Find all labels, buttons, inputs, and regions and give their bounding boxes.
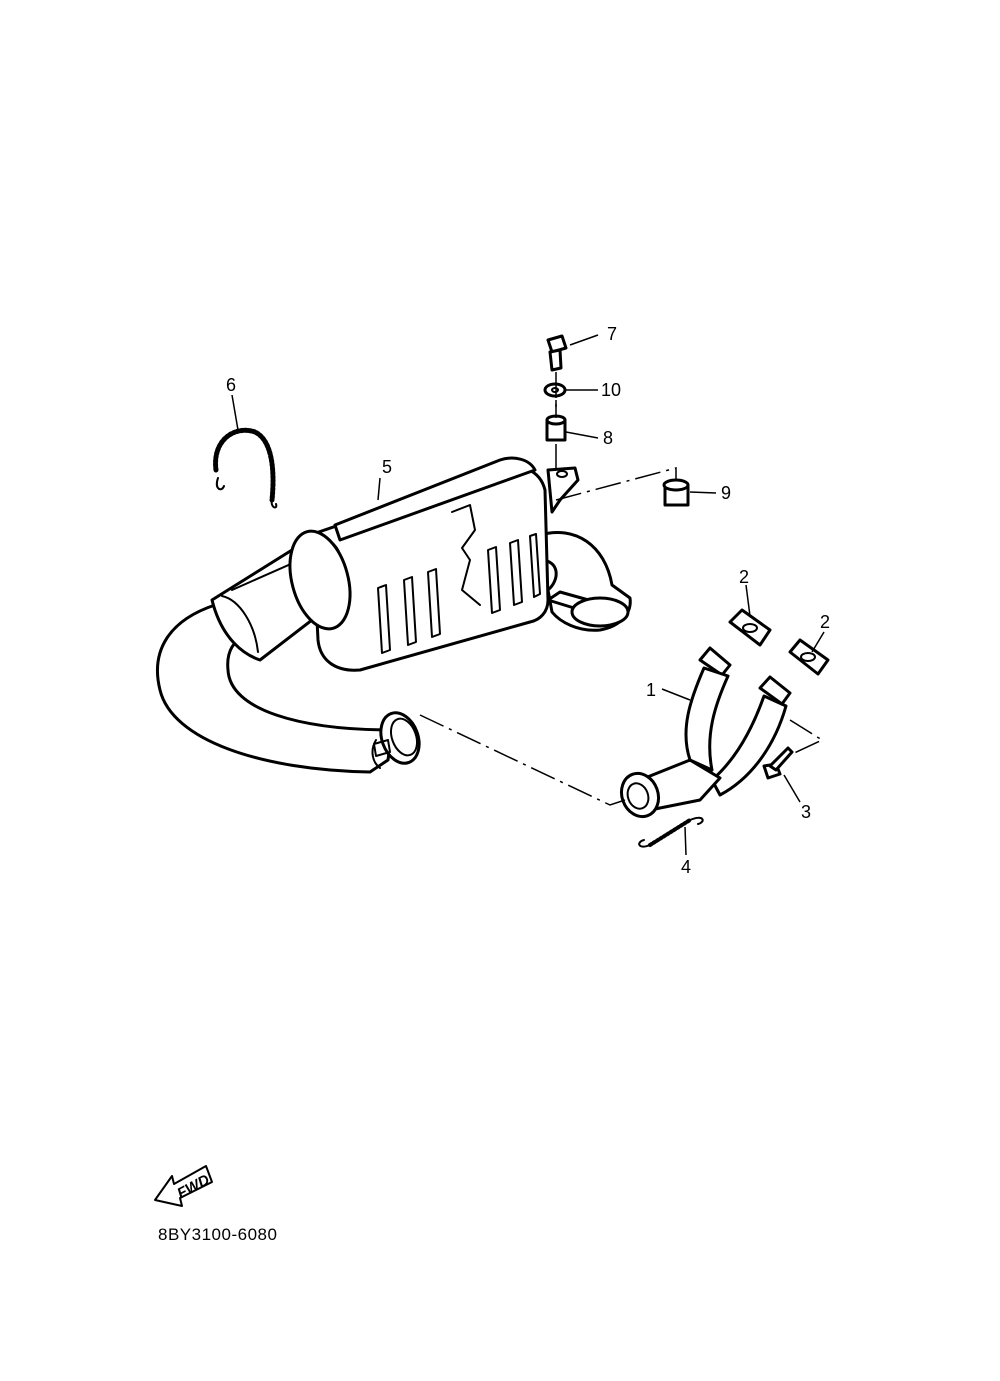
callout-4: 4 <box>681 857 691 877</box>
callout-3: 3 <box>801 802 811 822</box>
callout-5: 5 <box>382 457 392 477</box>
callout-7: 7 <box>607 324 617 344</box>
callout-6: 6 <box>226 375 236 395</box>
exhaust-header-part1 <box>619 646 792 819</box>
spring-part4 <box>638 816 704 848</box>
bolt-part3 <box>762 746 794 780</box>
spring-coil-part6 <box>213 427 278 509</box>
gasket-part2-a <box>728 608 772 647</box>
callout-8: 8 <box>603 428 613 448</box>
muffler-assembly <box>155 456 632 774</box>
drawing-code: 8BY3100-6080 <box>158 1225 277 1244</box>
grommet-part9 <box>662 478 690 507</box>
collar-part8 <box>545 414 567 442</box>
bolt-part7 <box>546 334 568 372</box>
callout-2b: 2 <box>820 612 830 632</box>
leader-lines <box>231 334 825 856</box>
callout-10: 10 <box>601 380 621 400</box>
callout-9: 9 <box>721 483 731 503</box>
alignment-lines <box>419 372 824 806</box>
washer-part10 <box>543 382 567 398</box>
callout-1: 1 <box>646 680 656 700</box>
gasket-part2-b <box>788 638 830 676</box>
callout-2a: 2 <box>739 567 749 587</box>
fwd-arrow-icon: FWD <box>154 1165 213 1207</box>
